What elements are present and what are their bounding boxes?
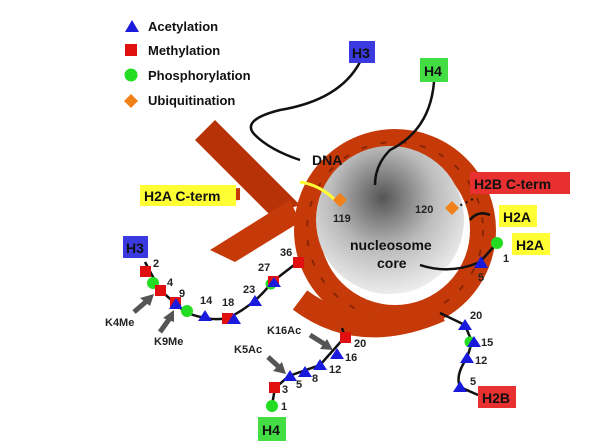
legend: Acetylation Methylation Phosphorylation … [124, 19, 251, 108]
h2a-box-2 [512, 233, 550, 255]
residue-h2a-5: 5 [478, 272, 484, 284]
nucleosome-core [316, 146, 464, 294]
acetyl-mark-h2a-5 [474, 256, 488, 268]
h2a-label-1: H2A [503, 209, 531, 225]
residue-h3-4: 4 [167, 277, 174, 289]
h2a-cterm-label: H2A C-term [144, 188, 221, 204]
residue-h3-23: 23 [243, 284, 255, 296]
residue-h4-20: 20 [354, 338, 366, 350]
ubiquitination-mark-119 [333, 193, 347, 207]
k4me-arrow-icon [132, 294, 154, 314]
h3-tail-box [123, 236, 148, 258]
residue-h2b-15: 15 [481, 337, 493, 349]
legend-acetylation: Acetylation [148, 19, 218, 34]
residue-h4-5: 5 [296, 379, 302, 391]
h3-top-box [349, 41, 375, 63]
residue-h4-8: 8 [312, 373, 318, 385]
methylation-legend-icon [125, 44, 137, 56]
residue-h2b-5: 5 [470, 376, 476, 388]
h2b-tail-box [478, 386, 516, 408]
h4-top-box [420, 58, 448, 82]
core-label-2: core [377, 255, 407, 271]
h2b-tail-label: H2B [482, 390, 510, 406]
residue-h3-36: 36 [280, 247, 292, 259]
residue-h4-1: 1 [281, 401, 287, 413]
h4-top-label: H4 [424, 63, 442, 79]
residue-h3-9: 9 [179, 288, 185, 300]
residue-h3-27: 27 [258, 262, 270, 274]
k5ac-arrow-icon [266, 355, 286, 374]
phospho-mark-h2a-1 [491, 237, 503, 249]
h4-tail-marks [266, 332, 351, 412]
residue-h2b-20: 20 [470, 310, 482, 322]
legend-phosphorylation: Phosphorylation [148, 68, 251, 83]
dna-strand [150, 120, 496, 338]
legend-ubiquitination: Ubiquitination [148, 93, 235, 108]
legend-methylation: Methylation [148, 43, 220, 58]
h2a-cterm-tail [299, 180, 337, 202]
h3-tail-label: H3 [126, 240, 144, 256]
core-label-1: nucleosome [350, 237, 432, 253]
residue-h4-3: 3 [282, 384, 288, 396]
k16ac-arrow-icon [308, 332, 333, 350]
residue-h3-18: 18 [222, 297, 234, 309]
k5ac-label: K5Ac [234, 344, 262, 356]
residue-h3-14: 14 [200, 295, 213, 307]
h2b-cterm-box [470, 172, 570, 194]
h2a-box-1 [499, 205, 537, 227]
k9me-arrow-icon [157, 310, 174, 334]
h2b-tail-marks [453, 319, 481, 392]
residue-h2a-1: 1 [503, 253, 509, 265]
k4me-label: K4Me [105, 317, 134, 329]
h2a-cterm-box [140, 185, 236, 206]
ubiquitination-legend-icon [124, 94, 138, 108]
h4-tail-box [258, 417, 286, 441]
phosphorylation-legend-icon [124, 68, 138, 82]
h2a-label-2: H2A [516, 237, 544, 253]
h2b-cterm-tail [454, 197, 476, 209]
h3-tail-marks [140, 257, 304, 324]
residue-119: 119 [333, 213, 351, 225]
k16ac-label: K16Ac [267, 325, 301, 337]
dna-label: DNA [312, 152, 342, 168]
acetylation-legend-icon [125, 20, 139, 32]
h2b-cterm-label: H2B C-term [474, 176, 551, 192]
residue-h4-12: 12 [329, 364, 341, 376]
residue-h4-16: 16 [345, 352, 357, 364]
k9me-label: K9Me [154, 336, 183, 348]
ubiquitination-mark-120 [445, 201, 459, 215]
h3-top-label: H3 [352, 45, 370, 61]
residue-120: 120 [415, 204, 433, 216]
h4-tail-label: H4 [262, 422, 280, 438]
residue-h2b-12: 12 [475, 355, 487, 367]
residue-h3-2: 2 [153, 258, 159, 270]
